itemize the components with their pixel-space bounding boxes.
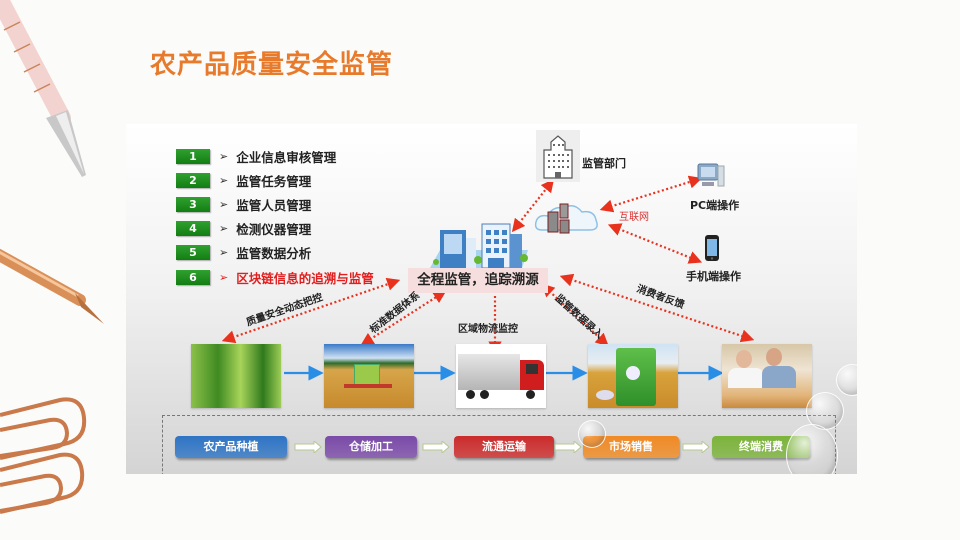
regulator-building-icon — [536, 130, 580, 182]
arrow-icon: ➢ — [219, 246, 229, 260]
menu-item-4[interactable]: 4 ➢ 检测仪器管理 — [176, 217, 374, 241]
paperclip-icon — [0, 397, 87, 514]
menu-label: 监管任务管理 — [236, 173, 312, 189]
stage-label: 仓储加工 — [349, 440, 393, 453]
menu-label: 企业信息审核管理 — [236, 149, 337, 165]
arrow-icon: ➢ — [219, 270, 229, 284]
page-title: 农产品质量安全监管 — [150, 50, 394, 80]
menu-badge: 3 — [176, 196, 210, 212]
pink-pen-icon — [0, 0, 86, 177]
pc-icon — [697, 163, 725, 187]
menu-badge: 4 — [176, 221, 210, 237]
bubble-decoration — [786, 424, 838, 474]
stage-market-sales[interactable]: 市场销售 — [583, 436, 679, 458]
bubble-decoration — [578, 420, 606, 448]
stage-arrow-icon — [682, 441, 710, 453]
center-label: 全程监管，追踪溯源 — [408, 268, 548, 293]
center-building-icon — [430, 223, 528, 269]
menu-badge: 5 — [176, 245, 210, 261]
stage-storage-processing[interactable]: 仓储加工 — [325, 436, 417, 458]
link-label-logistics: 区域物流监控 — [458, 324, 518, 335]
menu-badge: 2 — [176, 172, 210, 188]
stage-arrow-icon — [294, 441, 322, 453]
menu-label: 监管人员管理 — [236, 197, 312, 213]
menu-badge: 6 — [176, 269, 210, 285]
link-feedback — [559, 273, 755, 343]
stage-label: 市场销售 — [609, 440, 653, 453]
stage-arrow-icon — [554, 441, 582, 453]
function-menu: 1 ➢ 企业信息审核管理 2 ➢ 监管任务管理 3 ➢ 监管人员管理 4 ➢ 检测仪器管理 5 ➢… — [176, 144, 374, 289]
stage-label: 农产品种植 — [203, 440, 259, 453]
link-cloud-pc — [599, 175, 703, 213]
copper-pen-icon — [0, 248, 104, 324]
stage-label: 终端消费 — [739, 440, 783, 453]
link-standard — [360, 290, 447, 346]
stage-label: 流通运输 — [482, 440, 526, 453]
stage-arrow-icon — [422, 441, 450, 453]
mobile-label: 手机端操作 — [686, 270, 741, 283]
rice-bag-photo — [588, 344, 678, 408]
arrow-icon: ➢ — [219, 173, 229, 187]
arrow-icon: ➢ — [219, 149, 229, 163]
stage-consumption[interactable]: 终端消费 — [712, 436, 810, 458]
menu-label: 检测仪器管理 — [236, 222, 312, 238]
arrow-icon: ➢ — [219, 222, 229, 236]
truck-photo — [456, 344, 546, 408]
pc-label: PC端操作 — [690, 199, 740, 212]
mobile-phone-icon — [705, 235, 719, 261]
menu-item-5[interactable]: 5 ➢ 监管数据分析 — [176, 241, 374, 265]
link-center-regulator — [511, 178, 555, 233]
arrow-icon: ➢ — [219, 197, 229, 211]
stage-transport[interactable]: 流通运输 — [454, 436, 554, 458]
menu-label: 监管数据分析 — [236, 246, 312, 262]
menu-item-3[interactable]: 3 ➢ 监管人员管理 — [176, 192, 374, 216]
link-layer — [221, 175, 755, 381]
menu-item-1[interactable]: 1 ➢ 企业信息审核管理 — [176, 144, 374, 168]
harvester-photo — [324, 344, 414, 408]
wheat-field-photo — [191, 344, 281, 408]
regulator-label: 监管部门 — [582, 157, 626, 170]
cloud-server-icon — [534, 203, 598, 234]
stage-planting[interactable]: 农产品种植 — [175, 436, 287, 458]
menu-badge: 1 — [176, 148, 210, 164]
bubble-decoration — [806, 392, 844, 430]
supervision-diagram: 1 ➢ 企业信息审核管理 2 ➢ 监管任务管理 3 ➢ 监管人员管理 4 ➢ 检测仪器管理 5 ➢… — [126, 124, 857, 474]
link-cloud-mobile — [607, 223, 703, 264]
internet-label: 互联网 — [619, 212, 649, 223]
menu-label: 区块链信息的追溯与监管 — [236, 270, 374, 286]
menu-item-6[interactable]: 6 ➢ 区块链信息的追溯与监管 — [176, 265, 374, 289]
menu-item-2[interactable]: 2 ➢ 监管任务管理 — [176, 168, 374, 192]
stationery-decoration — [0, 0, 104, 514]
diners-photo — [722, 344, 812, 408]
